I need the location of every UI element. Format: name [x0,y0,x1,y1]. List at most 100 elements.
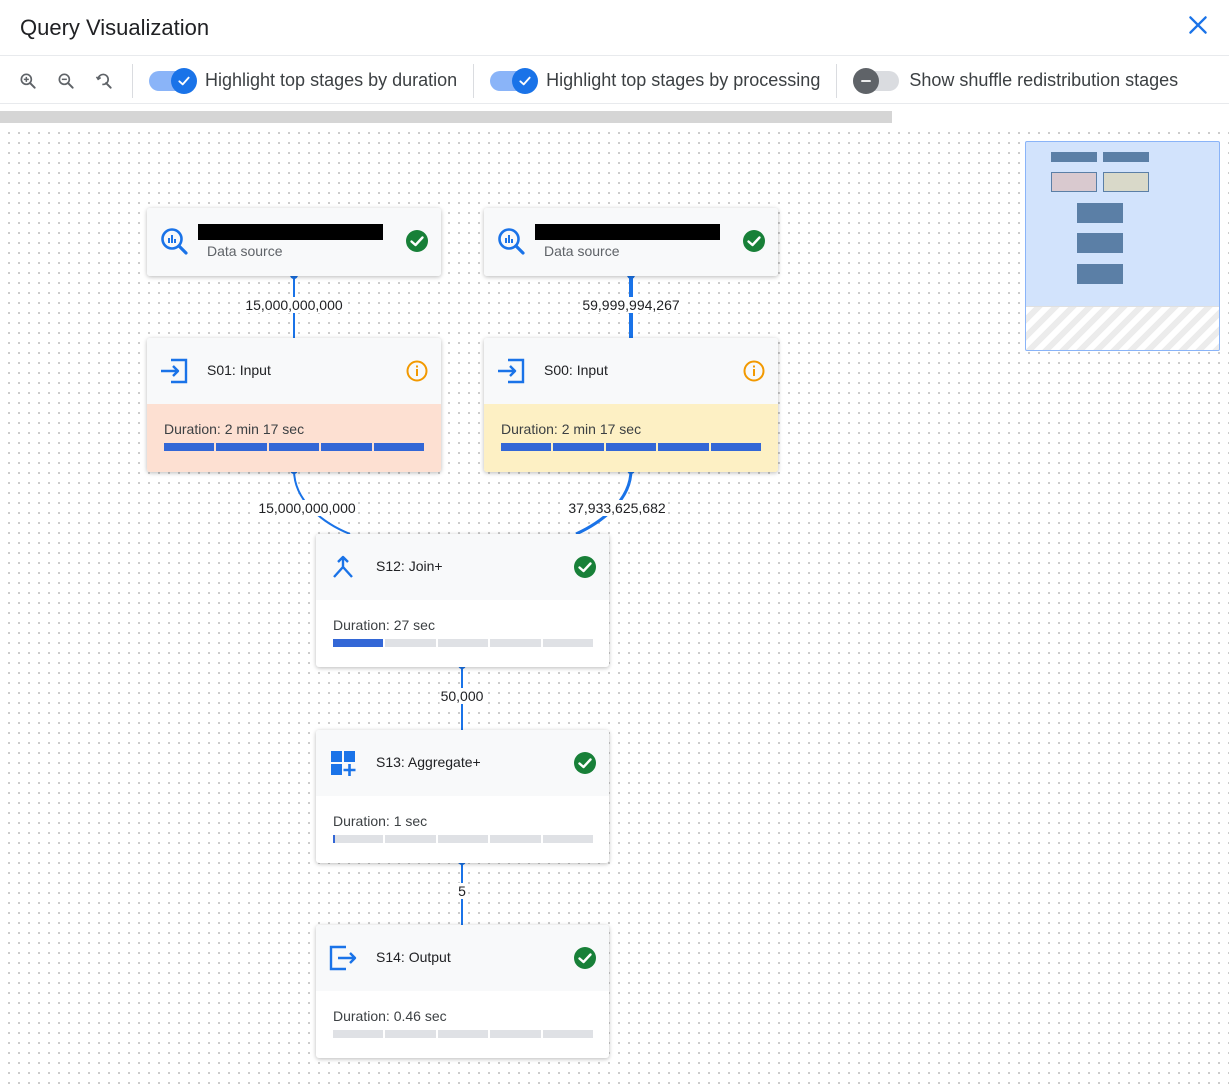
progress-segment [333,835,384,843]
toolbar-divider [473,63,475,98]
stage-node-s01[interactable]: S01: Input Duration: 2 min 17 sec [147,338,441,472]
duration-progress-bar [333,835,594,843]
progress-fill [333,835,336,843]
stage-duration: Duration: 0.46 sec [333,1008,447,1024]
toggle-track[interactable] [149,67,197,94]
edge-label: 59,999,994,267 [581,297,681,313]
stage-body: Duration: 2 min 17 sec [484,404,778,472]
edge-label: 15,000,000,000 [244,297,344,313]
progress-segment [501,443,552,451]
stage-body: Duration: 27 sec [316,600,609,668]
stage-label: S00: Input [544,362,608,378]
toggle-track[interactable] [490,67,539,94]
horizontal-scrollbar[interactable] [0,111,892,123]
toggle-highlight-processing[interactable]: Highlight top stages by processing [490,67,820,94]
minimap-node [1051,172,1097,192]
duration-progress-bar [333,639,594,647]
edge-label: 50,000 [439,688,485,704]
progress-segment [658,443,709,451]
duration-progress-bar [501,443,762,451]
minimap-node [1103,152,1149,162]
check-circle-icon [406,230,428,252]
progress-segment [437,639,489,647]
duration-progress-bar [164,443,425,451]
zoom-out-button[interactable] [54,69,78,93]
progress-segment [268,443,320,451]
bigquery-icon [157,224,191,258]
progress-segment [542,1030,594,1038]
progress-fill [321,443,372,451]
check-circle-icon [743,230,765,252]
minimap-node [1077,233,1123,253]
minimap-node [1077,264,1123,284]
progress-segment [542,835,594,843]
zoom-in-button[interactable] [16,69,40,93]
progress-segment [710,443,762,451]
aggregate-icon [326,746,360,780]
progress-segment [605,443,657,451]
toolbar-divider [836,63,838,98]
progress-segment [385,639,436,647]
input-icon [157,354,191,388]
stage-node-s14[interactable]: S14: Output Duration: 0.46 sec [316,925,609,1058]
minimap-node [1051,152,1097,162]
toolbar-divider [132,63,133,98]
stage-node-s13[interactable]: S13: Aggregate+ Duration: 1 sec [316,730,609,863]
progress-segment [437,1030,489,1038]
progress-fill [333,639,384,647]
progress-segment [437,835,489,843]
progress-segment [490,1030,541,1038]
datasource-node[interactable]: Data source [147,208,441,276]
datasource-node[interactable]: Data source [484,208,778,276]
stage-label: S01: Input [207,362,271,378]
check-icon [178,76,190,85]
duration-progress-bar [333,1030,594,1038]
graph-minimap[interactable] [1025,141,1220,351]
stage-body: Duration: 2 min 17 sec [147,404,441,472]
merge-icon [326,550,360,584]
stage-body: Duration: 0.46 sec [316,991,609,1059]
zoom-in-icon [20,73,36,89]
toggle-track[interactable] [853,67,900,94]
minimap-out-of-bounds [1026,306,1219,350]
graph-canvas[interactable]: 15,000,000,000 59,999,994,267 15,000,000… [0,124,1229,1090]
progress-segment [164,443,215,451]
output-icon [326,941,360,975]
stage-label: S12: Join+ [376,558,443,574]
edge-label: 15,000,000,000 [257,500,357,516]
stage-node-s00[interactable]: S00: Input Duration: 2 min 17 sec [484,338,778,472]
close-icon [1189,16,1207,34]
progress-fill [373,443,425,451]
bigquery-icon [494,224,528,258]
check-circle-icon [574,556,596,578]
datasource-subtitle: Data source [544,243,620,259]
progress-segment [385,835,436,843]
minimap-node [1077,203,1123,223]
progress-segment [373,443,425,451]
progress-segment [321,443,372,451]
toggle-highlight-duration[interactable]: Highlight top stages by duration [149,67,458,94]
toggle-label: Highlight top stages by duration [205,70,458,90]
check-circle-icon [574,752,596,774]
zoom-out-icon [58,73,74,89]
stage-node-s12[interactable]: S12: Join+ Duration: 27 sec [316,534,609,667]
progress-fill [216,443,267,451]
toggle-shuffle-stages[interactable]: Show shuffle redistribution stages [853,67,1179,94]
info-icon [406,360,428,382]
stage-body: Duration: 1 sec [316,796,609,864]
progress-segment [542,639,594,647]
progress-segment [385,1030,436,1038]
progress-segment [553,443,604,451]
progress-fill [658,443,709,451]
toggle-label: Show shuffle redistribution stages [909,70,1179,90]
progress-fill [710,443,762,451]
progress-segment [333,1030,384,1038]
progress-fill [553,443,604,451]
zoom-reset-button[interactable] [92,69,116,93]
close-button[interactable] [1185,12,1211,38]
dialog-title: Query Visualization [20,14,210,40]
progress-fill [268,443,320,451]
edge-label: 5 [457,883,467,899]
minus-icon [861,79,872,82]
progress-fill [605,443,657,451]
